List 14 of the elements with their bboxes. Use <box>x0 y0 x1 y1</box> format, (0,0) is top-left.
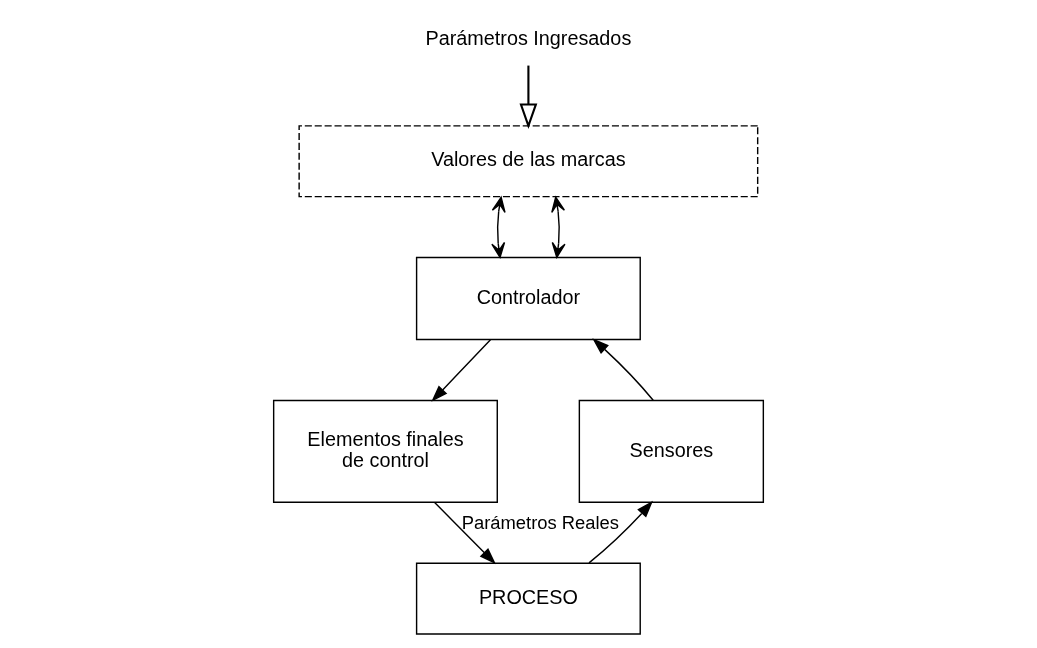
node-box: Controlador <box>415 256 641 341</box>
node-text: Parámetros Ingresados <box>425 26 632 49</box>
arrow <box>431 339 492 402</box>
arrow <box>433 501 496 565</box>
edge-label: Parámetros Reales <box>461 511 620 533</box>
arrow <box>491 196 506 259</box>
node-box: Sensores <box>578 399 765 504</box>
node-box: Elementos finales de control <box>272 399 498 504</box>
arrow <box>551 196 566 259</box>
node-box: Valores de las marcas <box>298 125 759 198</box>
arrow <box>592 338 654 401</box>
arrow <box>519 65 538 129</box>
node-box: PROCESO <box>415 562 641 635</box>
arrow <box>588 500 653 564</box>
